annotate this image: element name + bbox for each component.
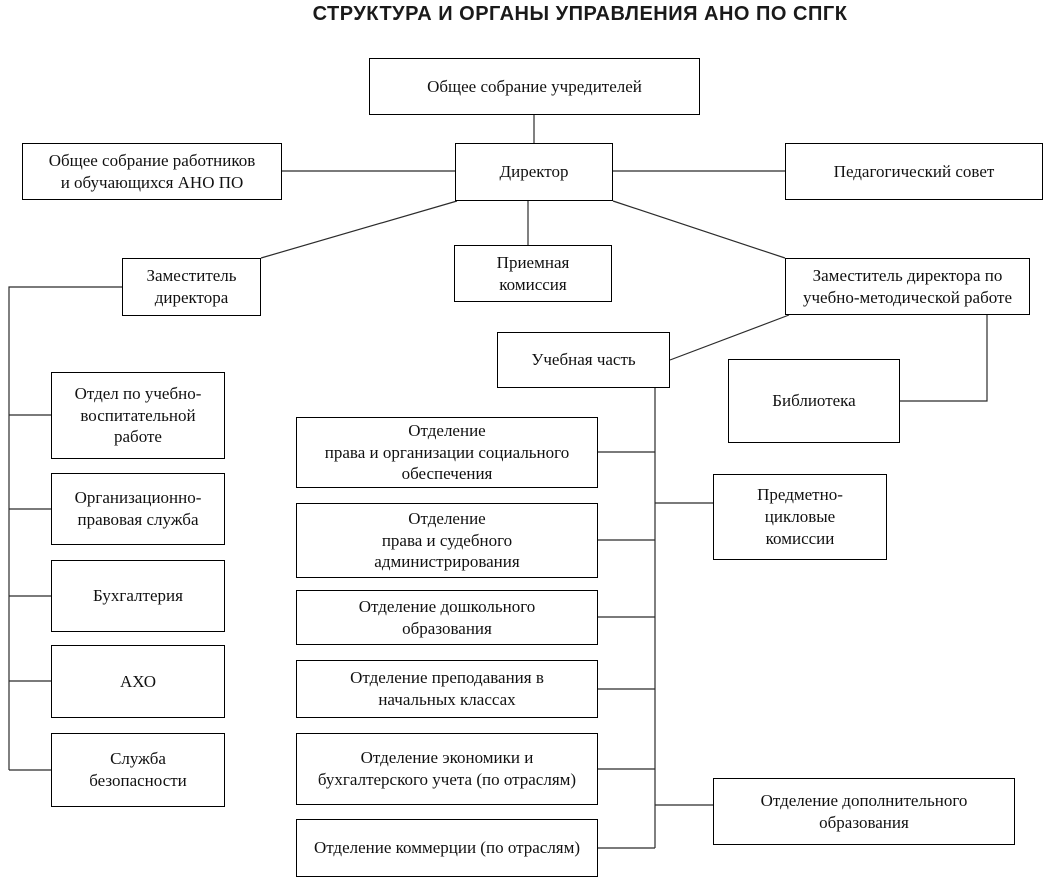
edge-deputy-method-study [669, 314, 790, 361]
edge-director-deputy [260, 200, 458, 259]
node-label: Отделение права и организации социальног… [324, 420, 570, 484]
node-label: Отделение преподавания в начальных класс… [350, 668, 544, 709]
diagram-title: СТРУКТУРА И ОРГАНЫ УПРАВЛЕНИЯ АНО ПО СПГ… [312, 3, 848, 25]
node-org-legal: Организационно- правовая служба [51, 473, 225, 545]
node-library: Библиотека [728, 359, 900, 443]
node-aho: АХО [51, 645, 225, 718]
node-label: Педагогический совет [833, 161, 995, 181]
node-label: Бухгалтерия [93, 586, 183, 606]
node-label: Библиотека [772, 391, 856, 411]
node-dept-preschool: Отделение дошкольного образования [296, 590, 598, 645]
node-label: Отделение дошкольного образования [358, 596, 536, 638]
edge-deputy-left-spine [8, 286, 122, 770]
node-label: Приемная комиссия [496, 252, 570, 294]
node-dept-economics: Отделение экономики и бухгалтерского уче… [296, 733, 598, 805]
node-label: Общее собрание учредителей [427, 76, 642, 96]
node-label: Отделение коммерции (по отраслям) [313, 838, 581, 858]
node-dept-primary: Отделение преподавания в начальных класс… [296, 660, 598, 718]
node-director: Директор [455, 143, 613, 201]
node-edu-work-dept: Отдел по учебно- воспитательной работе [51, 372, 225, 459]
node-deputy-methodical: Заместитель директора по учебно-методиче… [785, 258, 1030, 315]
node-label: Учебная часть [531, 350, 636, 370]
node-ped-council: Педагогический совет [785, 143, 1043, 200]
edge-director-deputy-method [612, 200, 786, 259]
node-label: Отделение права и судебного администриро… [374, 508, 520, 572]
node-accounting: Бухгалтерия [51, 560, 225, 632]
node-label: Отделение дополнительного образования [760, 790, 968, 832]
node-workers-meeting: Общее собрание работников и обучающихся … [22, 143, 282, 200]
node-dept-additional: Отделение дополнительного образования [713, 778, 1015, 845]
node-label: Директор [499, 162, 569, 182]
node-dept-judicial: Отделение права и судебного администриро… [296, 503, 598, 578]
node-label: Отделение экономики и бухгалтерского уче… [317, 748, 577, 789]
node-label: Отдел по учебно- воспитательной работе [74, 383, 202, 447]
node-label: Заместитель директора по учебно-методиче… [802, 265, 1013, 307]
node-security: Служба безопасности [51, 733, 225, 807]
edge-deputy-method-library [900, 315, 988, 402]
node-deputy-director: Заместитель директора [122, 258, 261, 316]
node-label: Общее собрание работников и обучающихся … [48, 150, 256, 192]
node-dept-commerce: Отделение коммерции (по отраслям) [296, 819, 598, 877]
node-label: Заместитель директора [146, 266, 237, 307]
node-founders: Общее собрание учредителей [369, 58, 700, 115]
node-study-office: Учебная часть [497, 332, 670, 388]
node-label: АХО [120, 671, 156, 691]
node-label: Предметно- цикловые комиссии [757, 485, 843, 548]
node-label: Служба безопасности [89, 749, 187, 790]
node-dept-social-law: Отделение права и организации социальног… [296, 417, 598, 488]
node-label: Организационно- правовая служба [74, 488, 202, 529]
node-admissions: Приемная комиссия [454, 245, 612, 302]
node-subject-commissions: Предметно- цикловые комиссии [713, 474, 887, 560]
